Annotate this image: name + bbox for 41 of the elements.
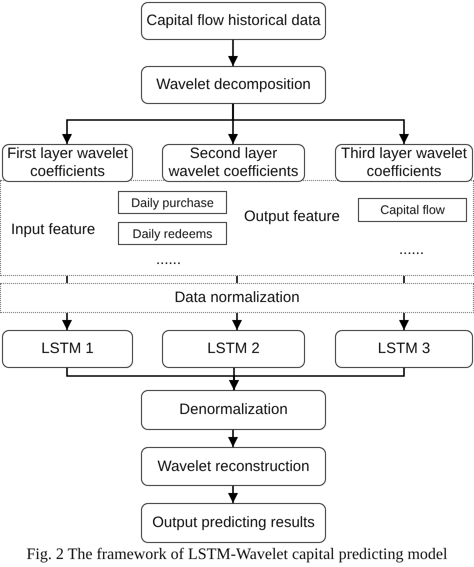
process-box — [141, 503, 326, 543]
node-label: Output feature — [244, 208, 340, 225]
connector-arrow — [228, 486, 238, 503]
feature-box — [118, 191, 227, 214]
feature-box — [118, 222, 227, 245]
feature-box — [358, 198, 467, 222]
node-label: Capital flow historical data — [146, 12, 321, 30]
process-box — [141, 447, 326, 486]
node-label: First layer wavelet coefficients — [6, 145, 129, 181]
connector-arrow — [228, 40, 238, 66]
process-box — [141, 2, 326, 40]
connector-arrow — [228, 430, 238, 447]
node-label: ...... — [156, 251, 182, 268]
node-label: Daily redeems — [132, 226, 212, 240]
node-label: Input feature — [11, 221, 96, 238]
node-label: Wavelet decomposition — [156, 76, 311, 94]
dotted-band — [0, 180, 474, 276]
node-label: Wavelet reconstruction — [157, 458, 310, 476]
process-box — [162, 330, 305, 368]
process-box — [141, 66, 326, 104]
node-label: LSTM 1 — [41, 340, 94, 358]
connector-arrow — [229, 368, 405, 390]
node-label: ...... — [399, 241, 424, 258]
node-label: Data normalization — [173, 289, 301, 306]
connector-arrow — [232, 104, 409, 144]
dotted-band — [0, 283, 474, 313]
node-label: Output predicting results — [152, 514, 315, 532]
connector-arrow — [399, 313, 409, 330]
connector-arrow — [232, 313, 242, 330]
figure-caption: Fig. 2 The framework of LSTM-Wavelet capital predicting model — [26, 546, 448, 564]
node-label: Second layer wavelet coefficients — [168, 145, 300, 181]
process-box — [2, 330, 133, 368]
node-label: Capital flow — [380, 203, 445, 217]
process-box — [141, 390, 326, 430]
node-label: Third layer wavelet coefficients — [340, 145, 468, 181]
connector-arrow — [62, 313, 72, 330]
node-label: LSTM 3 — [378, 340, 430, 358]
node-label: LSTM 2 — [207, 340, 260, 358]
node-label: Daily purchase — [131, 196, 214, 210]
process-box — [335, 330, 473, 368]
node-label: Denormalization — [179, 401, 288, 419]
